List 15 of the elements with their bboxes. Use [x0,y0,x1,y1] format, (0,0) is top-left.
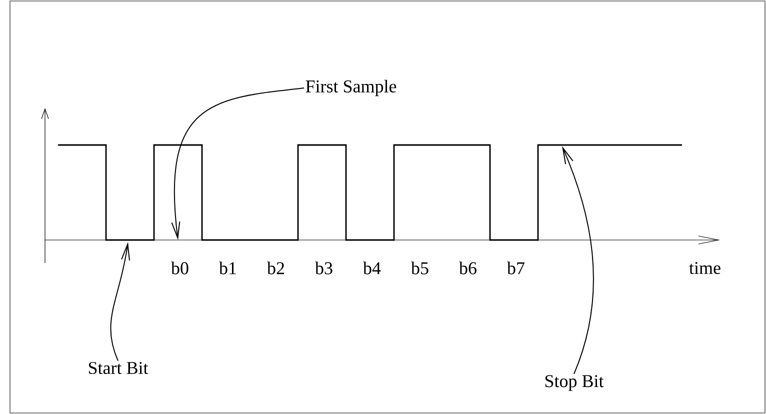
callout-text: Start Bit [88,362,148,374]
bit-label: b6 [459,262,476,274]
leader-arrow [110,242,130,362]
bit-label: b0 [171,262,188,274]
bit-label: b5 [411,262,428,274]
callout-text: First Sample [306,80,396,96]
leader-arrow [562,146,594,374]
bit-label: b4 [363,262,381,274]
bit-label: b1 [219,262,236,274]
leader-arrow [171,88,305,240]
bit-label: b7 [507,262,524,274]
callout-text: Stop Bit [545,375,604,391]
axis-label: time [689,262,720,274]
bit-label: b3 [315,262,332,274]
bit-label: b2 [267,262,284,274]
